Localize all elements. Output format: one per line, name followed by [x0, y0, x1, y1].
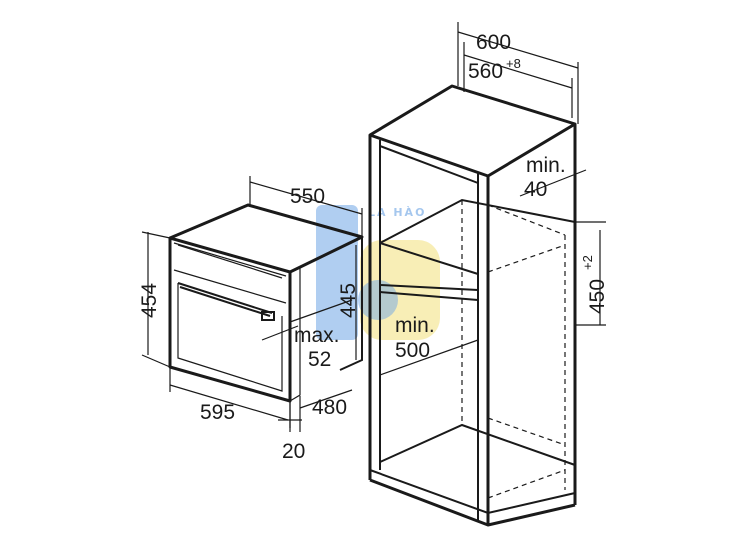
oven-side — [339, 237, 363, 371]
label-max-value: 52 — [308, 348, 331, 371]
label-max: max. — [294, 324, 340, 347]
dim-line-52 — [261, 325, 299, 341]
label-oven-height: 454 — [138, 283, 161, 318]
label-niche-height-tol: +2 — [580, 255, 595, 270]
watermark-blue-bar — [316, 205, 358, 340]
dim-ext — [141, 231, 171, 239]
watermark-text: LA HÀO — [368, 206, 426, 219]
cabinet-hidden-line — [487, 204, 566, 236]
oven-dimension-lines — [141, 176, 363, 432]
label-niche-height: 450 — [586, 279, 609, 314]
label-oven-inner-height: 445 — [337, 283, 360, 318]
oven-door-inner — [177, 283, 283, 392]
dim-line-480 — [299, 389, 353, 409]
oven-control-panel — [173, 269, 287, 304]
cabinet-drawing — [368, 84, 577, 527]
label-niche-width-min: min. — [395, 314, 435, 337]
cabinet-niche-floor — [379, 291, 479, 301]
oven-door-line — [173, 242, 287, 277]
oven-handle-knob — [261, 311, 275, 321]
cabinet-top-edge — [379, 145, 479, 184]
dim-line-500 — [379, 339, 479, 376]
dim-line-595 — [169, 384, 289, 421]
cabinet-bottom — [379, 423, 576, 466]
oven-handle — [177, 282, 273, 314]
dim-ext — [141, 354, 171, 368]
cabinet-niche-floor — [379, 284, 479, 291]
oven-flange — [289, 267, 301, 402]
oven-door-line — [177, 244, 283, 279]
cabinet-base — [369, 478, 576, 527]
oven-handle — [179, 286, 271, 317]
dim-line-550 — [249, 181, 363, 215]
label-vent-value: 40 — [524, 178, 547, 201]
label-oven-depth: 550 — [290, 185, 325, 208]
dimension-labels: 550 454 445 max. 52 595 480 20 600 560 +… — [138, 31, 609, 463]
dim-line-600 — [457, 31, 579, 69]
label-cabinet-inner-depth-tol: +8 — [506, 56, 521, 71]
cabinet-hidden-line — [487, 244, 566, 273]
label-cabinet-depth: 600 — [476, 31, 511, 54]
oven-top — [169, 203, 364, 274]
label-oven-width: 595 — [200, 401, 235, 424]
dim-line-560 — [463, 54, 573, 89]
watermark-blue-dot — [358, 280, 398, 320]
label-oven-recess: 480 — [312, 396, 347, 419]
cabinet-hidden-line — [487, 469, 566, 499]
oven-drawing — [168, 203, 364, 403]
dim-line-52 — [289, 299, 353, 323]
label-vent-min: min. — [526, 154, 566, 177]
label-cabinet-inner-depth: 560 — [468, 60, 503, 83]
cabinet-dimension-lines — [379, 22, 606, 376]
label-front-panel: 20 — [282, 440, 305, 463]
dim-line-40 — [519, 169, 587, 197]
cabinet-hidden-line — [487, 417, 566, 446]
cabinet-base — [369, 469, 576, 515]
cabinet-shelf — [379, 242, 479, 275]
label-niche-width-value: 500 — [395, 339, 430, 362]
